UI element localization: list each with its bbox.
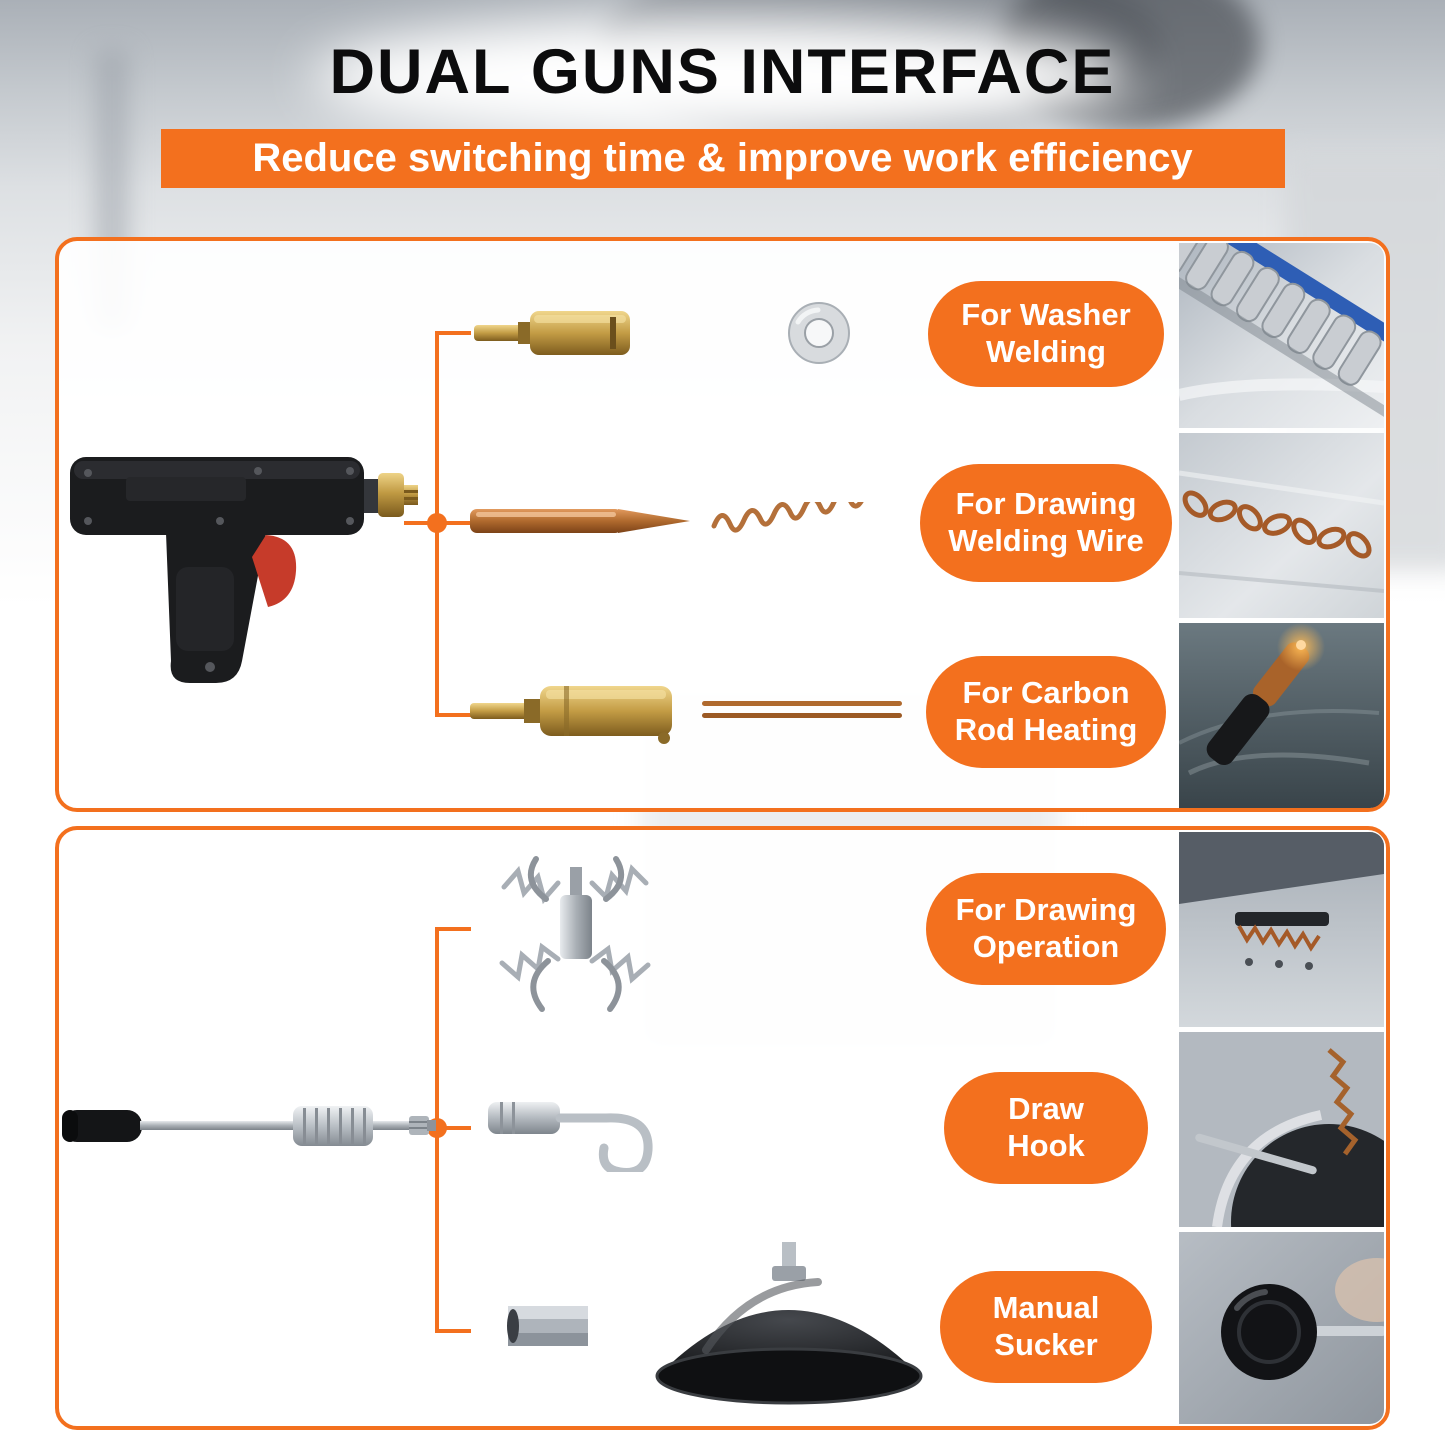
copper-electrode-illustration [468, 496, 693, 546]
slide-hammer-illustration [60, 1092, 438, 1160]
manual-sucker-photo [1179, 1232, 1384, 1424]
title-glow [312, 18, 1133, 138]
page-title: DUAL GUNS INTERFACE [329, 37, 1116, 107]
label-for-washer-welding: For Washer Welding [928, 281, 1164, 387]
connector-line [435, 331, 471, 335]
drawing-welding-wire-photo [1179, 433, 1384, 618]
connector-dot [427, 513, 447, 533]
label-for-drawing-welding-wire: For Drawing Welding Wire [920, 464, 1172, 582]
connector-line [435, 1329, 471, 1333]
connector-line [435, 521, 471, 525]
carbon-rod-heating-photo [1179, 623, 1384, 808]
hex-coupler-illustration [504, 1300, 592, 1352]
connector-line [435, 1126, 471, 1130]
suction-cup-illustration [636, 1238, 941, 1410]
stud-welding-tip-illustration [472, 303, 637, 363]
label-manual-sucker: Manual Sucker [940, 1271, 1152, 1383]
welding-wire-illustration [710, 502, 895, 540]
label-draw-hook: Draw Hook [944, 1072, 1148, 1184]
subtitle-banner: Reduce switching time & improve work eff… [160, 129, 1285, 188]
draw-hook-photo [1179, 1032, 1384, 1227]
label-for-carbon-rod-heating: For Carbon Rod Heating [926, 656, 1166, 768]
drawing-operation-photo [1179, 832, 1384, 1027]
carbon-rod-holder-illustration [468, 678, 698, 744]
connector-line [435, 927, 471, 931]
copper-rods-illustration [700, 695, 905, 725]
stud-welding-gun-illustration [60, 415, 420, 690]
washer-welding-photo [1179, 243, 1384, 428]
label-for-drawing-operation: For Drawing Operation [926, 873, 1166, 985]
draw-hook-illustration [486, 1086, 681, 1172]
spring-claw-puller-illustration [488, 843, 663, 1015]
connector-line [435, 713, 471, 717]
washer-illustration [786, 300, 852, 366]
connector-line [404, 521, 435, 525]
